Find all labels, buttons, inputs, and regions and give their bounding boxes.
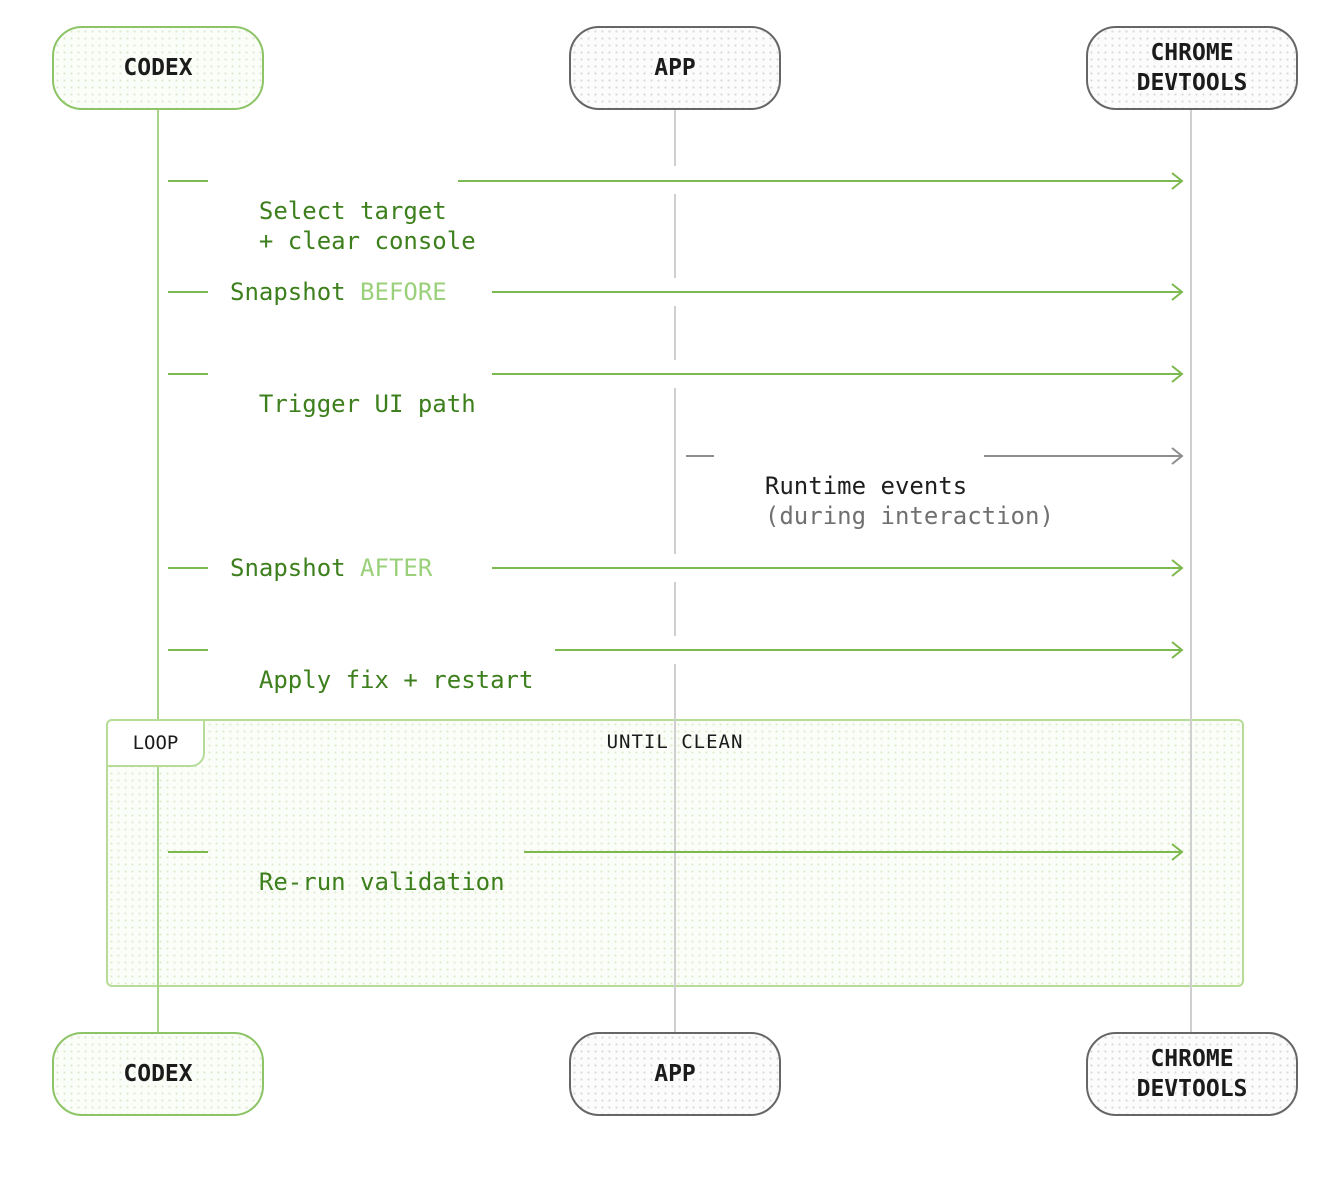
message-select-target-line (168, 172, 1184, 190)
message-select-target: Select target (230, 166, 447, 226)
message-runtime: Runtime events (736, 441, 967, 501)
participant-app-label: APP (654, 55, 696, 81)
participant-chrome-bottom: CHROME DEVTOOLS (1086, 1032, 1298, 1116)
message-apply-fix-line (168, 641, 1184, 659)
loop-condition: UNTIL CLEAN (606, 731, 744, 753)
participant-app-label: APP (654, 1061, 696, 1087)
loop-label: LOOP (106, 719, 205, 767)
participant-codex-label: CODEX (123, 1061, 193, 1087)
message-snapshot-after-highlight: AFTER (360, 554, 433, 582)
message-snapshot-before-line (168, 283, 1184, 301)
message-apply-fix: Apply fix + restart (230, 635, 534, 695)
message-trigger: Trigger UI path (230, 359, 476, 419)
message-snapshot-after: Snapshot AFTER (230, 553, 432, 583)
message-rerun-text: Re-run validation (258, 868, 505, 896)
participant-chrome-top: CHROME DEVTOOLS (1086, 26, 1298, 110)
participant-app-bottom: APP (569, 1032, 781, 1116)
participant-chrome-label: CHROME DEVTOOLS (1136, 40, 1248, 96)
message-snapshot-before-text: Snapshot (230, 278, 361, 306)
message-select-target-text: Select target (258, 197, 447, 225)
message-trigger-text: Trigger UI path (258, 390, 476, 418)
message-snapshot-after-line (168, 559, 1184, 577)
message-snapshot-before-highlight: BEFORE (360, 278, 447, 306)
participant-app-top: APP (569, 26, 781, 110)
message-snapshot-after-text: Snapshot (230, 554, 361, 582)
message-select-target-subtext: + clear console (258, 227, 476, 255)
message-runtime-text: Runtime events (764, 472, 968, 500)
message-apply-fix-text: Apply fix + restart (258, 666, 534, 694)
message-rerun: Re-run validation (230, 837, 505, 897)
message-rerun-line (168, 843, 1184, 861)
message-snapshot-before: Snapshot BEFORE (230, 277, 447, 307)
message-runtime-subtext: (during interaction) (764, 502, 1054, 530)
participant-codex-bottom: CODEX (52, 1032, 264, 1116)
message-select-target-sub: + clear console (230, 196, 476, 256)
message-trigger-line (168, 365, 1184, 383)
participant-codex-top: CODEX (52, 26, 264, 110)
participant-codex-label: CODEX (123, 55, 193, 81)
participant-chrome-label: CHROME DEVTOOLS (1136, 1046, 1248, 1102)
message-runtime-sub: (during interaction) (736, 471, 1054, 531)
message-runtime-line (686, 447, 1184, 465)
